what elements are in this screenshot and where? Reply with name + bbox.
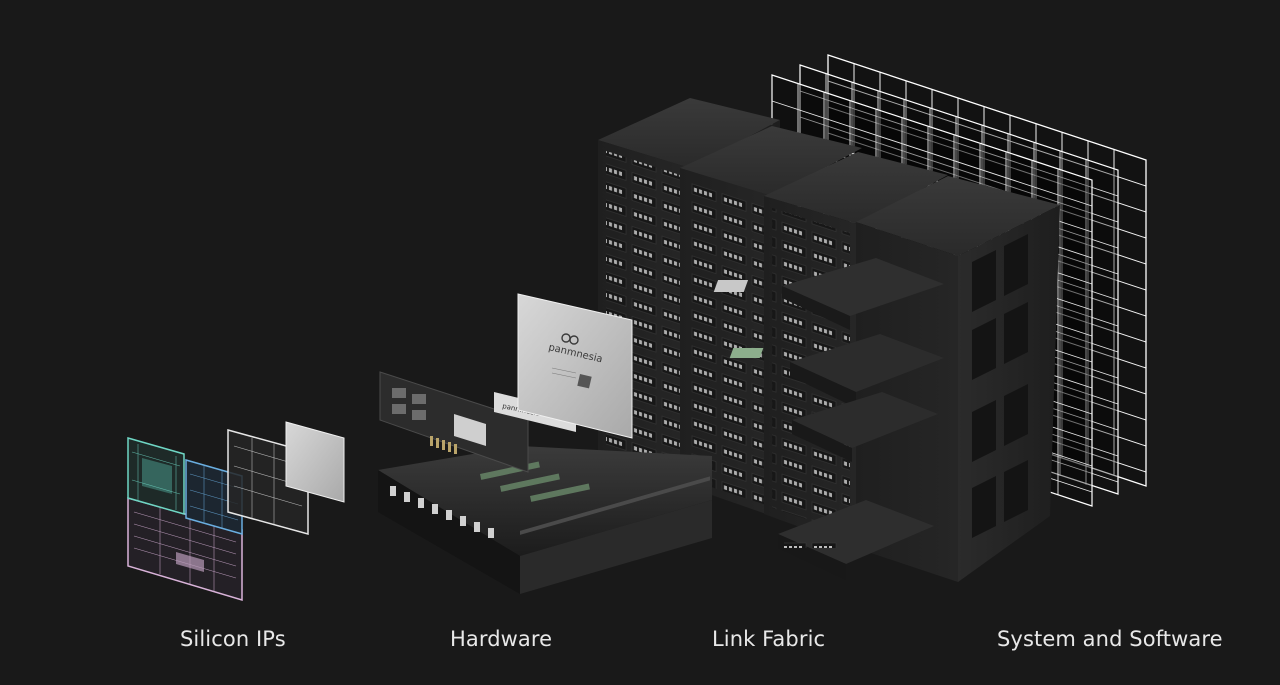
server-rack-icon <box>598 98 1060 582</box>
caption-system-and-software: System and Software <box>997 627 1223 651</box>
caption-silicon-ips: Silicon IPs <box>180 627 286 651</box>
die-teal <box>127 437 185 515</box>
caption-link-fabric: Link Fabric <box>712 627 826 651</box>
silicon-die-stack-icon <box>127 421 345 602</box>
pcie-card <box>379 371 529 473</box>
hardware-assembly: panmnesia panmnesia <box>378 293 712 594</box>
server-chassis <box>378 446 712 594</box>
rack-tray-3 <box>792 392 938 462</box>
caption-hardware: Hardware <box>450 627 553 651</box>
rack-2 <box>680 126 862 516</box>
rack-tray-1 <box>713 258 944 330</box>
rack-4 <box>713 176 1060 582</box>
die-package <box>285 421 345 503</box>
rack-tray-2 <box>729 334 944 408</box>
rack-tray-4 <box>778 500 934 580</box>
processor-chip-icon: panmnesia <box>517 293 633 439</box>
